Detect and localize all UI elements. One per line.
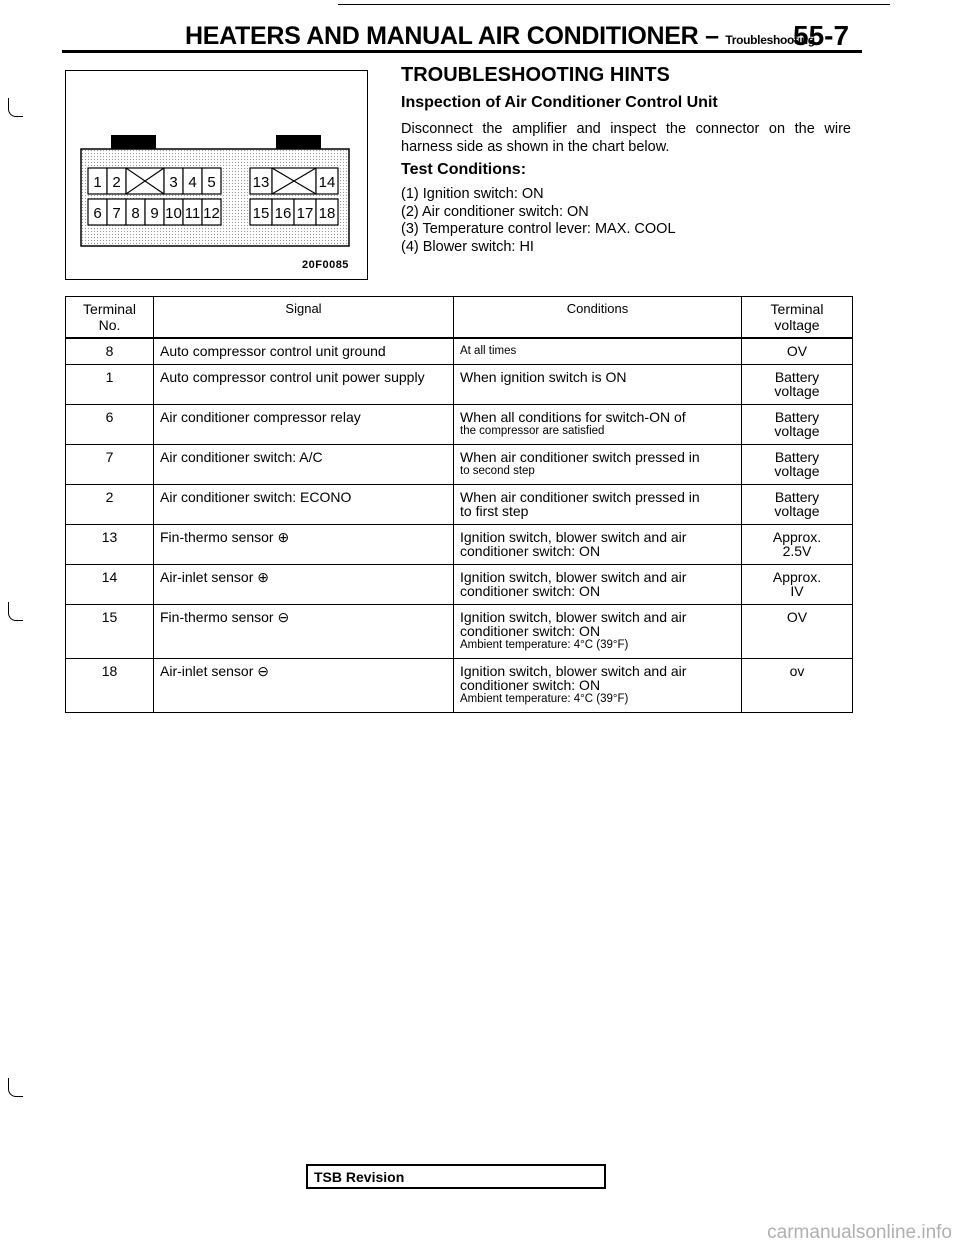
tsb-revision-box: TSB Revision	[306, 1164, 606, 1189]
hints-body: Disconnect the amplifier and inspect the…	[401, 121, 851, 155]
signal-cell: Fin-thermo sensor ⊕	[153, 524, 454, 565]
header-rule	[62, 50, 862, 53]
terminal-no-cell: 18	[65, 658, 154, 713]
header-terminal-voltage: Terminal voltage	[741, 296, 853, 339]
pin-label: 15	[253, 205, 270, 222]
terminal-no-cell: 1	[65, 364, 154, 405]
pin-label: 7	[112, 205, 120, 222]
pin-cavity	[201, 167, 222, 195]
condition-item: (4) Blower switch: HI	[401, 238, 534, 255]
pin-cavity	[315, 198, 339, 226]
signal-cell: Air-inlet sensor ⊕	[153, 564, 454, 605]
blank-cavity-mark	[271, 167, 317, 195]
signal-cell: Auto compressor control unit ground	[153, 338, 454, 365]
terminal-no-cell: 8	[65, 338, 154, 365]
terminal-no-cell: 2	[65, 484, 154, 525]
test-conditions-title: Test Conditions:	[401, 161, 527, 178]
terminal-no-cell: 14	[65, 564, 154, 605]
pin-label: 17	[297, 205, 314, 222]
header-conditions: Conditions	[453, 296, 742, 339]
signal-cell: Fin-thermo sensor ⊖	[153, 604, 454, 659]
pin-label: 14	[319, 174, 336, 191]
header-separator: –	[705, 22, 719, 50]
voltage-cell: OV	[741, 338, 853, 365]
terminal-no-cell: 7	[65, 444, 154, 485]
conditions-cell: At all times	[453, 338, 742, 365]
voltage-cell: OV	[741, 604, 853, 659]
page-number: 55-7	[793, 20, 850, 51]
terminal-no-cell: 6	[65, 404, 154, 445]
pin-label: 9	[150, 205, 158, 222]
pin-label: 2	[112, 174, 120, 191]
pin-label: 18	[319, 205, 336, 222]
binding-mark	[8, 602, 23, 621]
pin-label: 12	[203, 205, 220, 222]
pin-label: 5	[207, 174, 215, 191]
watermark: carmanualsonline.info	[767, 1222, 952, 1243]
blank-cavity-mark	[125, 167, 165, 195]
binding-mark	[8, 98, 23, 117]
pin-label: 4	[188, 174, 196, 191]
signal-cell: Air conditioner compressor relay	[153, 404, 454, 445]
voltage-cell: Approx.IV	[741, 564, 853, 605]
header-subtitle: Troubleshooting	[725, 33, 815, 47]
signal-cell: Air conditioner switch: ECONO	[153, 484, 454, 525]
pin-label: 3	[169, 174, 177, 191]
terminal-no-cell: 15	[65, 604, 154, 659]
page-header-title: HEATERS AND MANUAL AIR CONDITIONER – Tro…	[185, 22, 815, 51]
top-rule	[338, 4, 890, 5]
terminal-table: Terminal No. Signal Conditions Terminal …	[65, 296, 853, 713]
pin-label: 6	[93, 205, 101, 222]
header-signal: Signal	[153, 296, 454, 339]
condition-item: (1) Ignition switch: ON	[401, 186, 544, 202]
pin-cavity	[315, 167, 339, 195]
hints-title: TROUBLESHOOTING HINTS	[401, 64, 670, 86]
voltage-cell: ov	[741, 658, 853, 713]
figure-code: 20F0085	[302, 259, 349, 271]
condition-item: (3) Temperature control lever: MAX. COOL	[401, 221, 676, 237]
signal-cell: Air conditioner switch: A/C	[153, 444, 454, 485]
pin-label: 1	[93, 174, 101, 191]
pin-label: 16	[275, 205, 292, 222]
header-title-text: HEATERS AND MANUAL AIR CONDITIONER	[185, 22, 699, 50]
header-terminal-no: Terminal No.	[65, 296, 154, 339]
condition-item: (2) Air conditioner switch: ON	[401, 203, 589, 220]
signal-cell: Auto compressor control unit power suppl…	[153, 364, 454, 405]
pin-label: 11	[185, 205, 201, 222]
hints-subtitle: Inspection of Air Conditioner Control Un…	[401, 94, 718, 111]
test-conditions-list: (1) Ignition switch: ON (2) Air conditio…	[401, 186, 676, 256]
binding-mark	[8, 1078, 23, 1097]
table-header-row: Terminal No. Signal Conditions Terminal …	[65, 296, 853, 339]
terminal-no-cell: 13	[65, 524, 154, 565]
pin-label: 13	[253, 174, 270, 191]
pin-label: 10	[165, 205, 182, 222]
pin-cavity	[201, 198, 222, 226]
pin-label: 8	[131, 205, 139, 222]
signal-cell: Air-inlet sensor ⊖	[153, 658, 454, 713]
voltage-cell: Approx.2.5V	[741, 524, 853, 565]
conditions-cell: When ignition switch is ON	[453, 364, 742, 405]
